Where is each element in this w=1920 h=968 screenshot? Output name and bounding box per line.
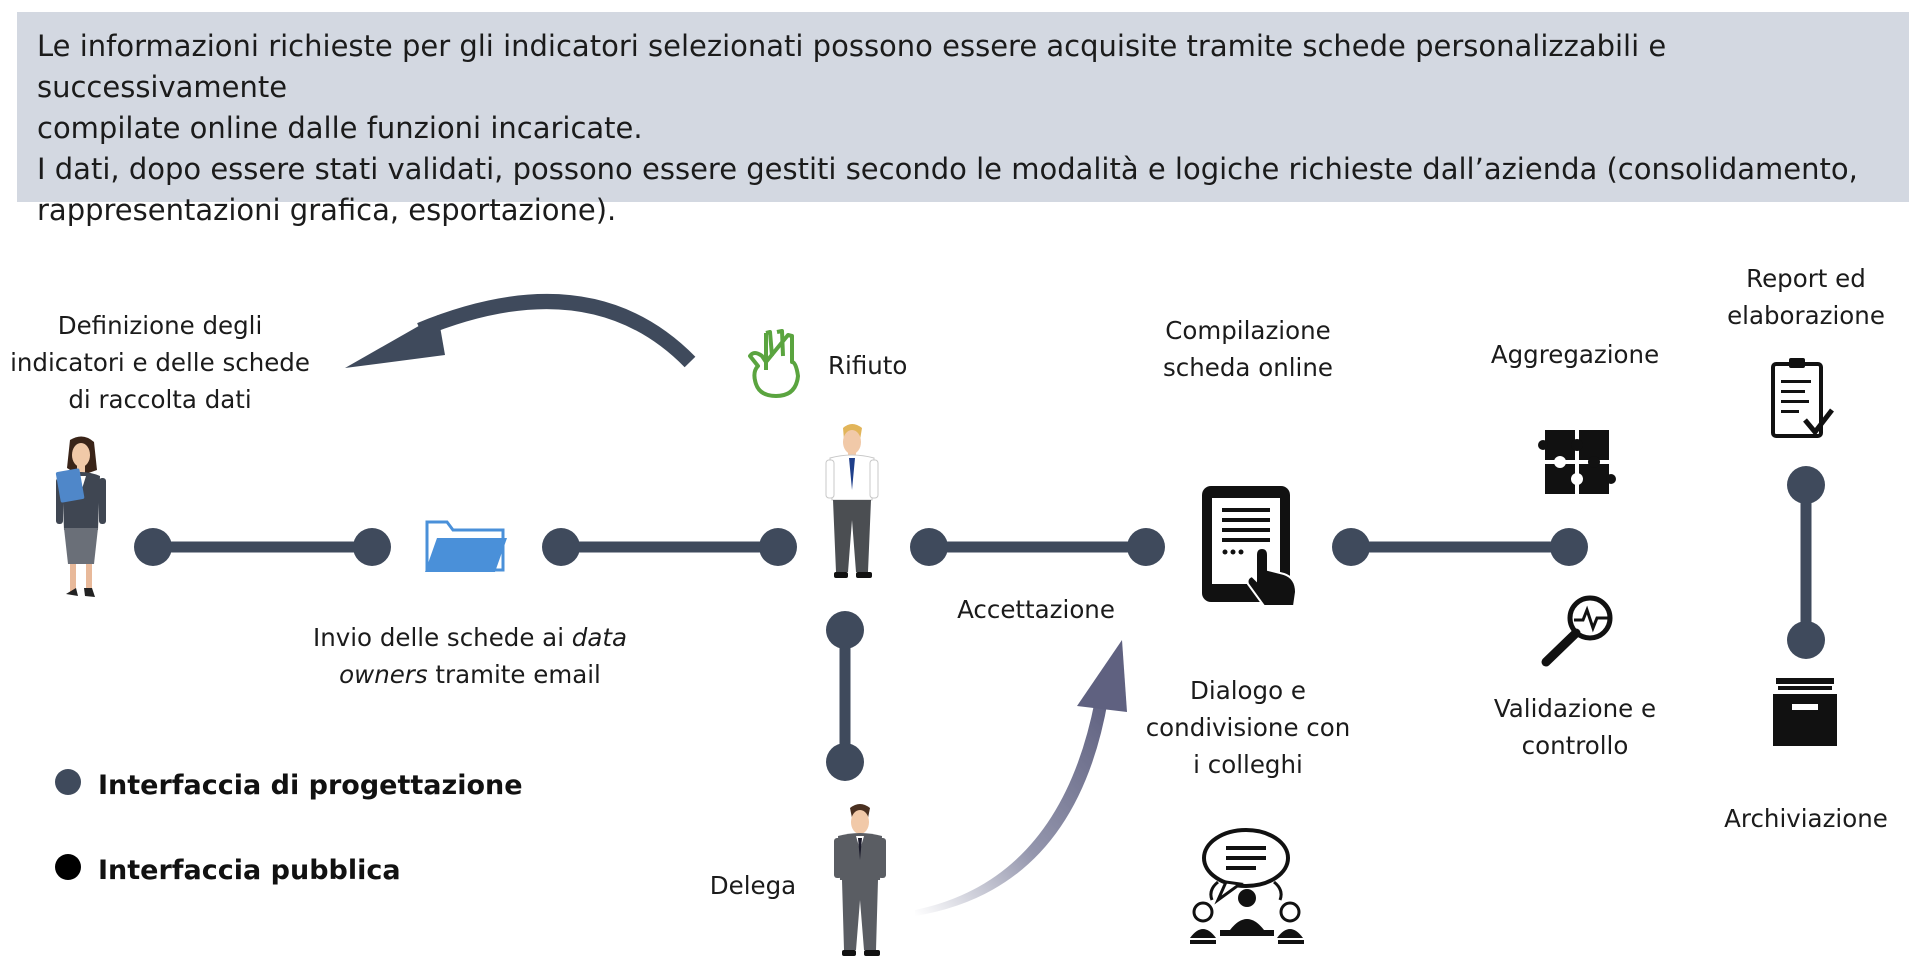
connector-delega	[826, 611, 864, 781]
connector-aggregazione	[1332, 528, 1588, 566]
label-report: Report ed elaborazione	[1727, 264, 1885, 330]
magnifier-validation-icon	[1541, 595, 1613, 667]
legend-pubblica: Interfaccia pubblica	[98, 855, 401, 886]
puzzle-icon	[1538, 430, 1616, 494]
label-definizione: Definizione degli indicatori e delle sch…	[10, 311, 310, 414]
connector-archiviazione	[1787, 466, 1825, 659]
legend-dot-pubblica	[55, 854, 81, 880]
label-delega: Delega	[709, 871, 797, 900]
chat-meeting-icon	[1190, 828, 1304, 944]
banner-line-4: rappresentazioni grafica, esportazione).	[37, 193, 617, 227]
label-accettazione: Accettazione	[957, 595, 1115, 624]
label-dialogo: Dialogo e condivisione con i colleghi	[1145, 676, 1351, 779]
label-invio: Invio delle schede ai data owners tramit…	[313, 623, 627, 689]
label-archiviazione: Archiviazione	[1724, 804, 1888, 833]
delegate-figure	[834, 804, 886, 956]
hand-stop-icon	[748, 329, 800, 398]
rifiuto-arrow	[345, 294, 696, 368]
clipboard-report-icon	[1771, 358, 1834, 438]
legend-progettazione: Interfaccia di progettazione	[98, 770, 523, 801]
label-validazione: Validazione e controllo	[1493, 694, 1657, 760]
tablet-touch-icon	[1202, 486, 1298, 607]
connector-invio-dataowner	[542, 528, 797, 566]
archive-box-icon	[1773, 678, 1837, 746]
folder-icon	[425, 520, 507, 572]
label-compilazione: Compilazione scheda online	[1163, 316, 1333, 382]
banner-line-1: Le informazioni richieste per gli indica…	[37, 29, 1667, 104]
label-aggregazione: Aggregazione	[1490, 340, 1660, 369]
data-owner-figure	[825, 424, 879, 578]
legend-dot-progettazione	[55, 769, 81, 795]
description-banner: Le informazioni richieste per gli indica…	[17, 12, 1909, 227]
banner-line-2: compilate online dalle funzioni incarica…	[37, 111, 643, 145]
label-rifiuto: Rifiuto	[828, 351, 908, 380]
connector-accettazione	[910, 528, 1165, 566]
delega-arrow	[915, 640, 1127, 916]
woman-designer-figure	[55, 436, 106, 597]
banner-line-3: I dati, dopo essere stati validati, poss…	[37, 152, 1858, 186]
connector-definizione-invio	[134, 528, 391, 566]
